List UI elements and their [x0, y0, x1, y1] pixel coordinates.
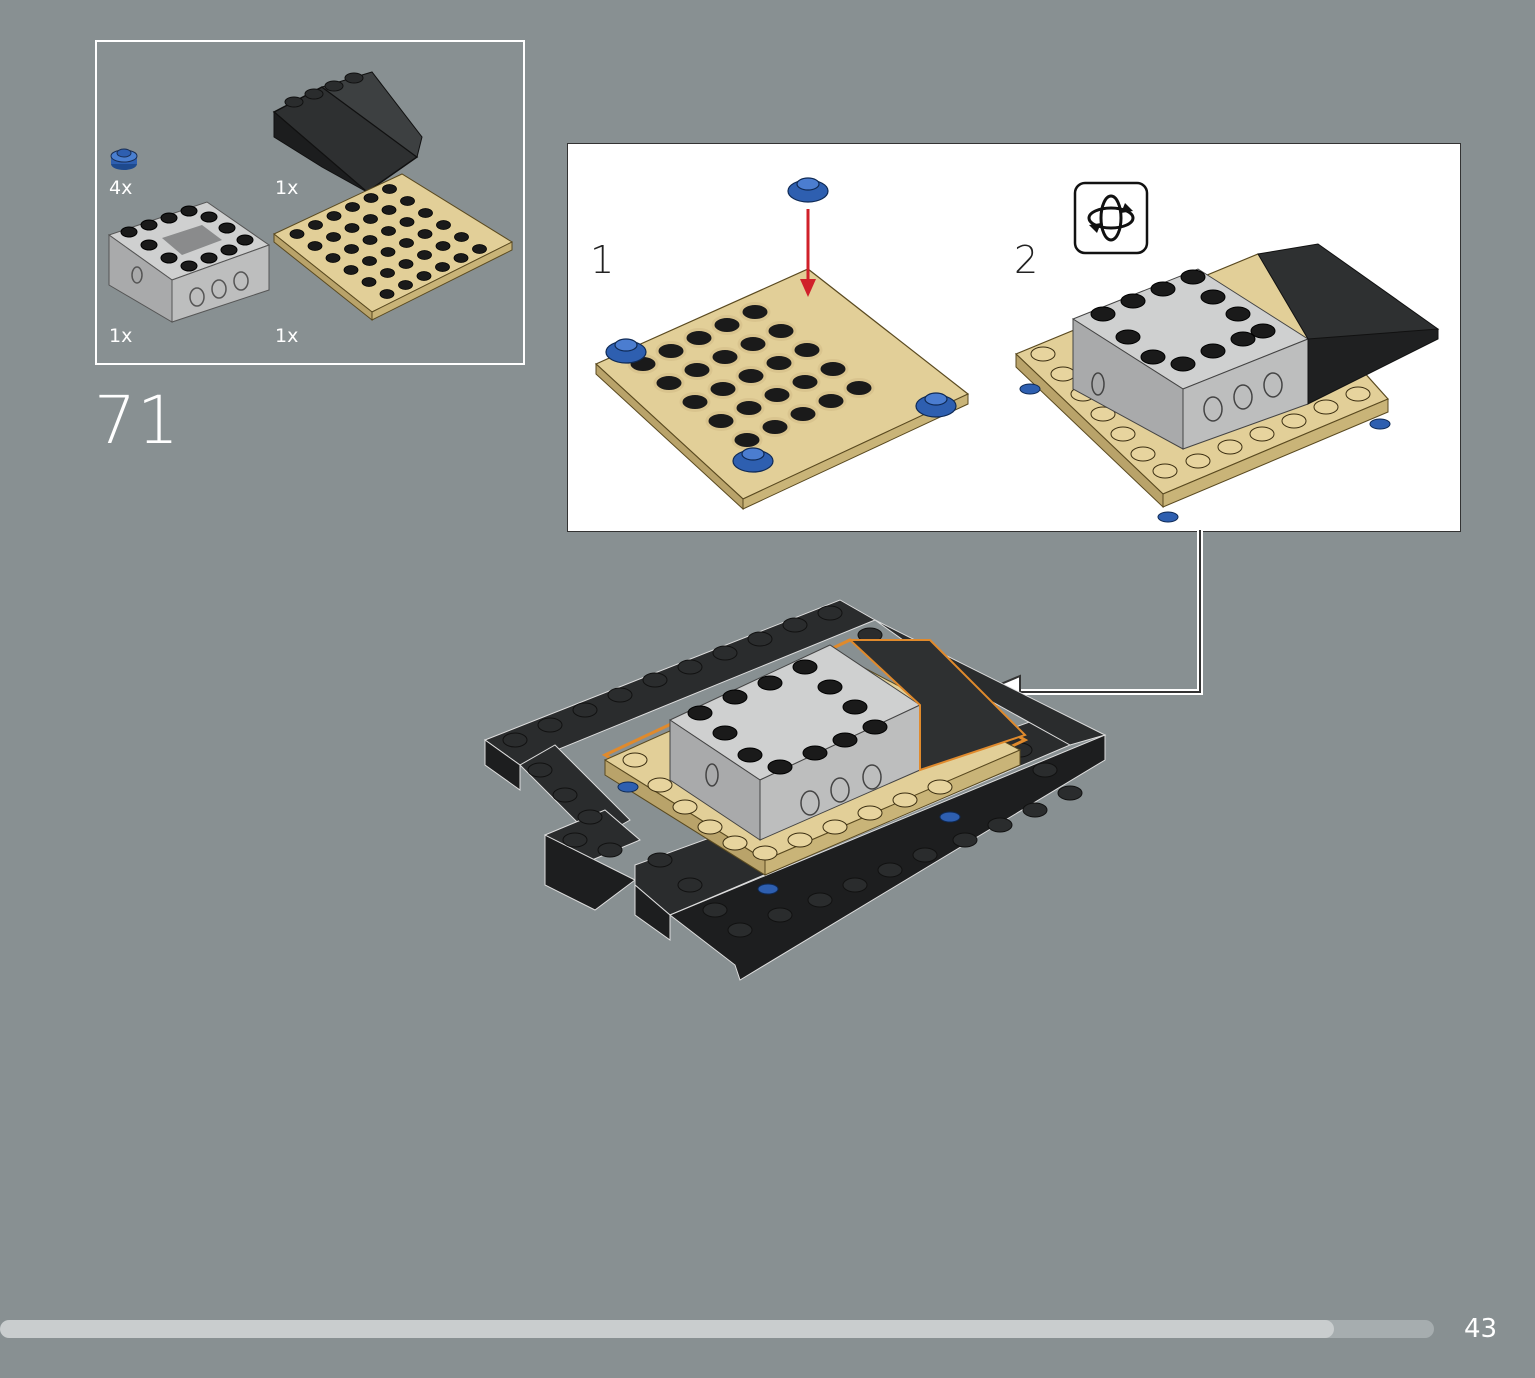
substep-1-illustration	[594, 177, 970, 511]
page-number: 43	[1464, 1314, 1498, 1344]
part-quantity: 1x	[109, 325, 133, 347]
substep-number: 2	[1014, 238, 1039, 282]
step-number: 71	[94, 382, 180, 459]
progress-bar-fill	[0, 1320, 1334, 1338]
blue-round-plate-icon	[110, 148, 138, 170]
substep-callout: 1 2	[567, 143, 1461, 532]
part-quantity: 1x	[275, 177, 299, 199]
grey-technic-frame-icon	[107, 201, 271, 323]
dark-slope-brick-icon	[272, 71, 423, 193]
part-quantity: 1x	[275, 325, 299, 347]
parts-list-box: 4x 1x 1x	[95, 40, 525, 365]
progress-bar	[0, 1320, 1434, 1338]
main-model-illustration	[483, 599, 1107, 981]
substep-2-illustration	[1014, 243, 1440, 523]
tan-plate-icon	[273, 173, 514, 322]
part-quantity: 4x	[109, 177, 133, 199]
substep-number: 1	[590, 238, 615, 282]
rotate-model-icon	[1073, 181, 1149, 255]
